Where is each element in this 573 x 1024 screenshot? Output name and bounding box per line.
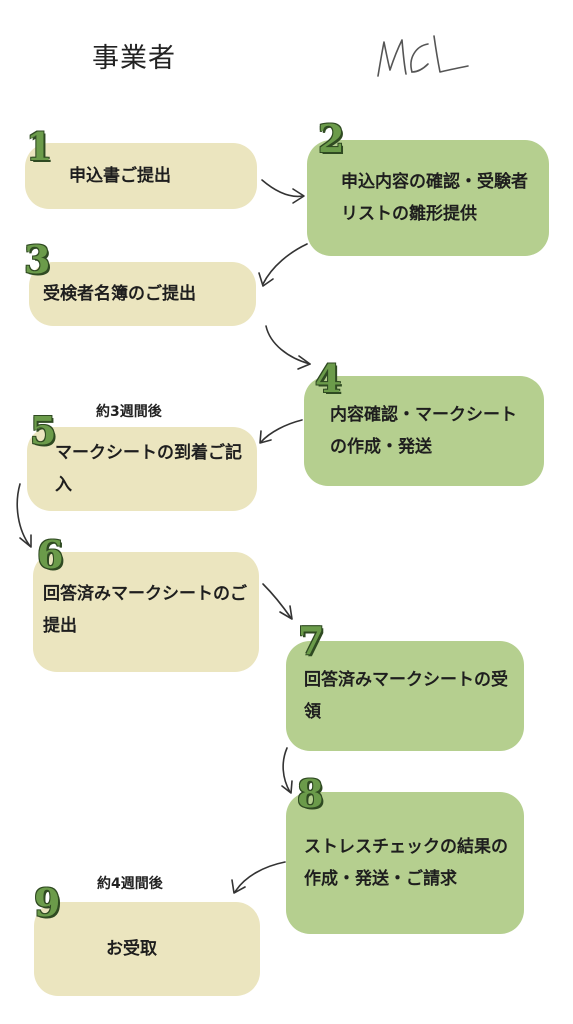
arrow-3-to-4 [265,325,311,370]
arrow-6-to-7 [262,583,293,620]
step-8-number: 8 [297,771,324,816]
step-9-number: 9 [34,880,61,925]
arrow-2-to-3 [258,243,308,287]
step-1-box: 申込書ご提出 [25,143,257,209]
step-8-text: ストレスチェックの結果の作成・発送・ご請求 [304,836,508,889]
arrow-8-to-9 [231,861,286,894]
step-9-note: 約4週間後 [97,876,163,892]
step-4-box: 内容確認・マークシートの作成・発送 [304,376,544,486]
step-6-box: 回答済みマークシートのご提出 [33,552,259,672]
step-3-number: 3 [24,237,51,282]
step-5-box: マークシートの到着ご記入 [27,427,257,511]
mcl-logo [377,35,469,77]
step-6-number: 6 [37,532,64,577]
arrow-1-to-2 [261,179,305,204]
step-2-number: 2 [318,116,345,161]
step-9-box: お受取 [34,902,260,996]
step-2-box: 申込内容の確認・受験者リストの雛形提供 [307,140,549,256]
step-3-text: 受検者名簿のご提出 [43,283,196,304]
step-5-text: マークシートの到着ご記入 [55,442,242,495]
step-5-number: 5 [30,408,57,453]
step-5-note: 約3週間後 [96,404,162,420]
step-7-number: 7 [298,618,325,663]
step-4-number: 4 [315,356,342,401]
step-1-number: 1 [26,124,53,169]
step-8-box: ストレスチェックの結果の作成・発送・ご請求 [286,792,524,934]
step-6-text: 回答済みマークシートのご提出 [43,584,247,637]
step-2-text: 申込内容の確認・受験者リストの雛形提供 [341,171,528,224]
company-column-label: 事業者 [92,43,176,74]
step-1-text: 申込書ご提出 [69,165,171,186]
step-7-box: 回答済みマークシートの受領 [286,641,524,751]
step-3-box: 受検者名簿のご提出 [29,262,256,326]
step-4-text: 内容確認・マークシートの作成・発送 [330,404,517,457]
step-9-text: お受取 [106,938,157,959]
step-7-text: 回答済みマークシートの受領 [304,669,508,722]
arrow-7-to-8 [281,747,293,794]
arrow-4-to-5 [259,419,303,444]
